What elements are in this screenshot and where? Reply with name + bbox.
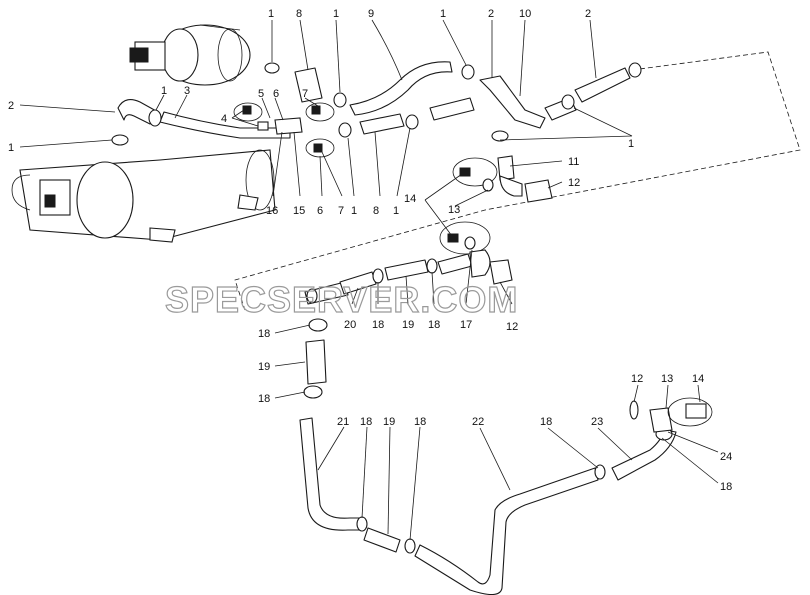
callout-23: 23 [591, 416, 603, 428]
clamps-top [111, 62, 642, 146]
pipe-9 [349, 61, 453, 116]
callout-2: 2 [8, 100, 14, 112]
hose-19-bottom [363, 527, 401, 553]
callout-18: 18 [540, 416, 552, 428]
dashed-connection-frame-upper [234, 51, 801, 311]
callout-6: 6 [317, 205, 323, 217]
leader-lines [19, 19, 719, 541]
callout-5: 5 [258, 88, 264, 100]
hose-19-separate [303, 318, 328, 399]
pipe-22 [414, 467, 599, 595]
callout-7: 7 [302, 88, 308, 100]
callout-6: 6 [273, 88, 279, 100]
callout-1: 1 [333, 8, 339, 20]
fitting-assembly-upper [439, 155, 553, 255]
callout-12: 12 [631, 373, 643, 385]
hose-middle [429, 97, 475, 121]
clamp-18-bottom-c [594, 464, 606, 480]
hose-8-upper [294, 67, 323, 103]
callout-8: 8 [373, 205, 379, 217]
callout-14: 14 [692, 373, 704, 385]
callout-1: 1 [628, 138, 634, 150]
callout-7: 7 [338, 205, 344, 217]
callout-22: 22 [472, 416, 484, 428]
callout-11: 11 [568, 156, 579, 168]
callout-18: 18 [720, 481, 732, 493]
callout-21: 21 [337, 416, 349, 428]
callout-18: 18 [372, 319, 384, 331]
callout-10: 10 [519, 8, 531, 20]
callout-18: 18 [360, 416, 372, 428]
callout-1: 1 [268, 8, 274, 20]
callout-13: 13 [448, 204, 460, 216]
callout-1: 1 [351, 205, 357, 217]
callout-16: 16 [266, 205, 278, 217]
heater-unit-top [129, 24, 251, 86]
callout-12: 12 [568, 177, 580, 189]
callout-3: 3 [184, 85, 190, 97]
callout-2: 2 [585, 8, 591, 20]
callout-13: 13 [661, 373, 673, 385]
callout-12: 12 [506, 321, 518, 333]
callout-19: 19 [383, 416, 395, 428]
callout-18: 18 [258, 393, 270, 405]
callout-18: 18 [428, 319, 440, 331]
fitting-assembly-lower [611, 397, 713, 481]
watermark: SPECSERVER.COM [165, 279, 518, 320]
pipe-2-right [574, 67, 631, 103]
callout-14: 14 [404, 193, 416, 205]
pipe-21 [299, 417, 361, 531]
callout-17: 17 [460, 319, 472, 331]
callout-4: 4 [221, 113, 227, 125]
clamp-18-bottom-b [404, 538, 416, 554]
callout-15: 15 [293, 205, 305, 217]
pipe-row-middle [304, 249, 513, 305]
callout-18: 18 [258, 328, 270, 340]
callout-labels: 1 8 1 9 1 2 10 2 2 1 3 5 6 7 4 1 16 15 6… [8, 8, 732, 493]
callout-9: 9 [368, 8, 374, 20]
callout-19: 19 [402, 319, 414, 331]
callout-1: 1 [440, 8, 446, 20]
heater-unit-bottom [11, 149, 276, 243]
hose-8-lower [359, 113, 405, 135]
callout-1: 1 [8, 142, 14, 154]
pipe-10 [479, 75, 546, 129]
callout-1: 1 [393, 205, 399, 217]
clamp-18-bottom-a [356, 516, 368, 532]
callout-1: 1 [161, 85, 167, 97]
pipe-2-left [117, 99, 159, 125]
callout-19: 19 [258, 361, 270, 373]
callout-2: 2 [488, 8, 494, 20]
callout-20: 20 [344, 319, 356, 331]
callout-18: 18 [414, 416, 426, 428]
bracket-assembly [233, 102, 335, 158]
callout-24: 24 [720, 451, 732, 463]
callout-8: 8 [296, 8, 302, 20]
